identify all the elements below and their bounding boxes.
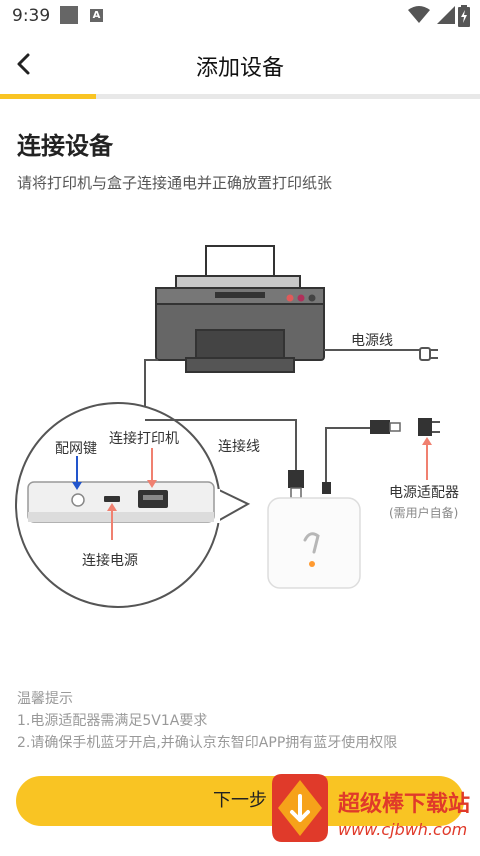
back-button[interactable] bbox=[6, 46, 42, 82]
notification-icon bbox=[60, 6, 78, 24]
tip-item: 2.请确保手机蓝牙开启,并确认京东智印APP拥有蓝牙使用权限 bbox=[17, 735, 398, 751]
status-bar: 9:39 A bbox=[0, 0, 480, 34]
watermark-url: www.cjbwh.com bbox=[338, 820, 468, 839]
header: 添加设备 bbox=[0, 34, 480, 94]
power-adapter-note: (需用户自备) bbox=[389, 506, 459, 520]
download-logo-icon bbox=[272, 774, 328, 842]
connection-diagram: 电源线 连接打印机 配网键 连接线 电源适配器 (需用户自备) 连接电源 bbox=[0, 230, 480, 620]
cable-label: 连接线 bbox=[218, 439, 260, 455]
status-time: 9:39 bbox=[12, 6, 51, 26]
pair-key-label: 配网键 bbox=[55, 441, 97, 457]
connect-power-label: 连接电源 bbox=[82, 553, 138, 569]
battery-icon bbox=[458, 5, 470, 27]
chevron-left-icon bbox=[17, 53, 30, 75]
next-button[interactable]: 下一步 bbox=[16, 776, 464, 826]
page-title: 添加设备 bbox=[195, 56, 284, 81]
power-adapter-label: 电源适配器 bbox=[389, 485, 459, 501]
wifi-icon bbox=[408, 6, 430, 23]
power-cord-label: 电源线 bbox=[351, 333, 393, 349]
app-notification-icon: A bbox=[90, 9, 103, 22]
connection-illustration bbox=[15, 245, 440, 608]
progress-bar bbox=[0, 94, 480, 99]
section-title: 连接设备 bbox=[17, 132, 113, 160]
tip-item: 1.电源适配器需满足5V1A要求 bbox=[17, 713, 208, 729]
watermark: 超级棒下载站 www.cjbwh.com bbox=[266, 768, 480, 852]
tips-title: 温馨提示 bbox=[17, 691, 73, 707]
connect-printer-label: 连接打印机 bbox=[109, 431, 179, 447]
progress-fill bbox=[0, 94, 96, 99]
watermark-name: 超级棒下载站 bbox=[338, 792, 471, 817]
signal-icon bbox=[437, 6, 455, 24]
section-subtitle: 请将打印机与盒子连接通电并正确放置打印纸张 bbox=[17, 174, 333, 192]
